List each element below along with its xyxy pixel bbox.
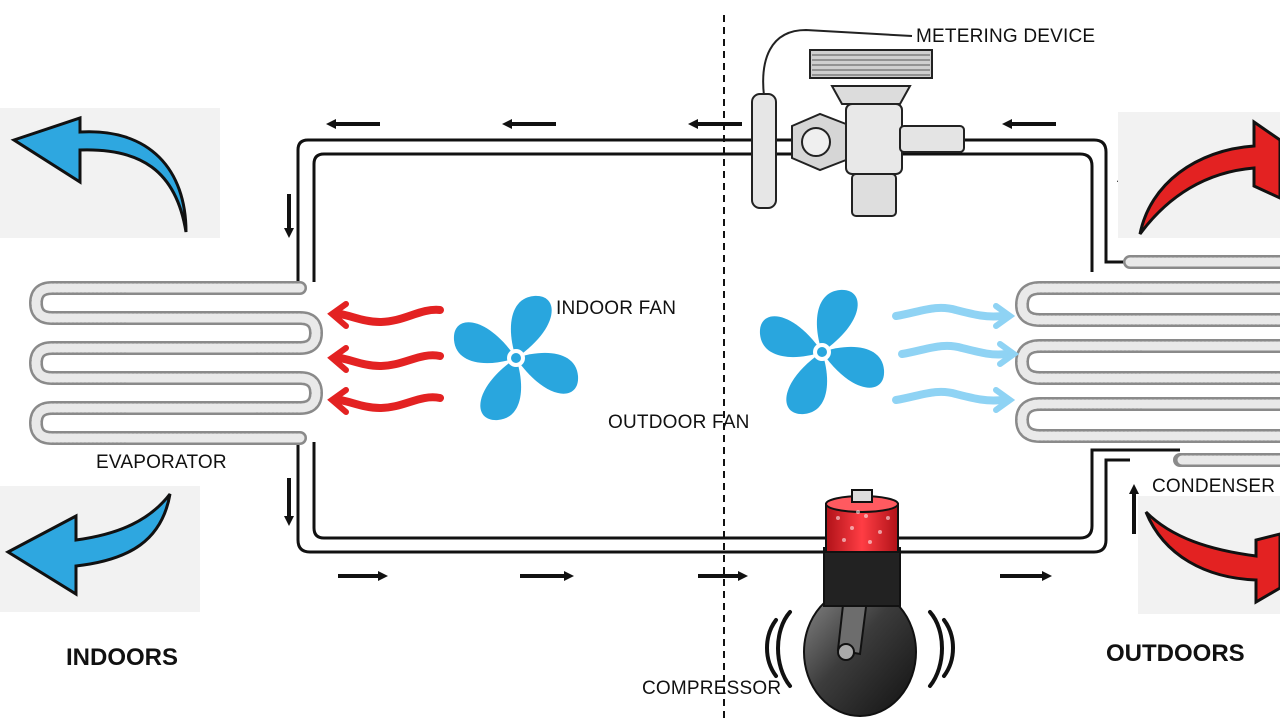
evaporator-coil	[28, 281, 324, 445]
compressor-label: COMPRESSOR	[642, 678, 782, 699]
outdoor-air-arrow-bottom	[1138, 496, 1280, 614]
evaporator-label: EVAPORATOR	[96, 452, 227, 473]
outdoors-label: OUTDOORS	[1106, 640, 1245, 667]
evaporator-air-arrows	[327, 301, 444, 415]
condenser-label: CONDENSER	[1152, 476, 1276, 497]
refrigerant-pipe-loop	[296, 138, 1180, 554]
condenser-air-arrows	[892, 303, 1020, 413]
flow-arrows	[284, 119, 1139, 581]
condenser-coil	[1014, 255, 1280, 467]
indoor-fan-label: INDOOR FAN	[556, 298, 677, 319]
indoor-fan-icon	[453, 295, 579, 421]
indoor-air-arrow-bottom	[0, 486, 200, 612]
metering-device-icon	[751, 28, 965, 217]
outdoor-air-arrow-top	[1118, 112, 1280, 238]
metering-device-label: METERING DEVICE	[916, 26, 1096, 47]
compressor-icon	[765, 489, 955, 717]
indoors-label: INDOORS	[66, 644, 179, 671]
outdoor-fan-icon	[759, 289, 885, 415]
outdoor-fan-label: OUTDOOR FAN	[608, 412, 750, 433]
indoor-air-arrow-top	[0, 108, 220, 238]
